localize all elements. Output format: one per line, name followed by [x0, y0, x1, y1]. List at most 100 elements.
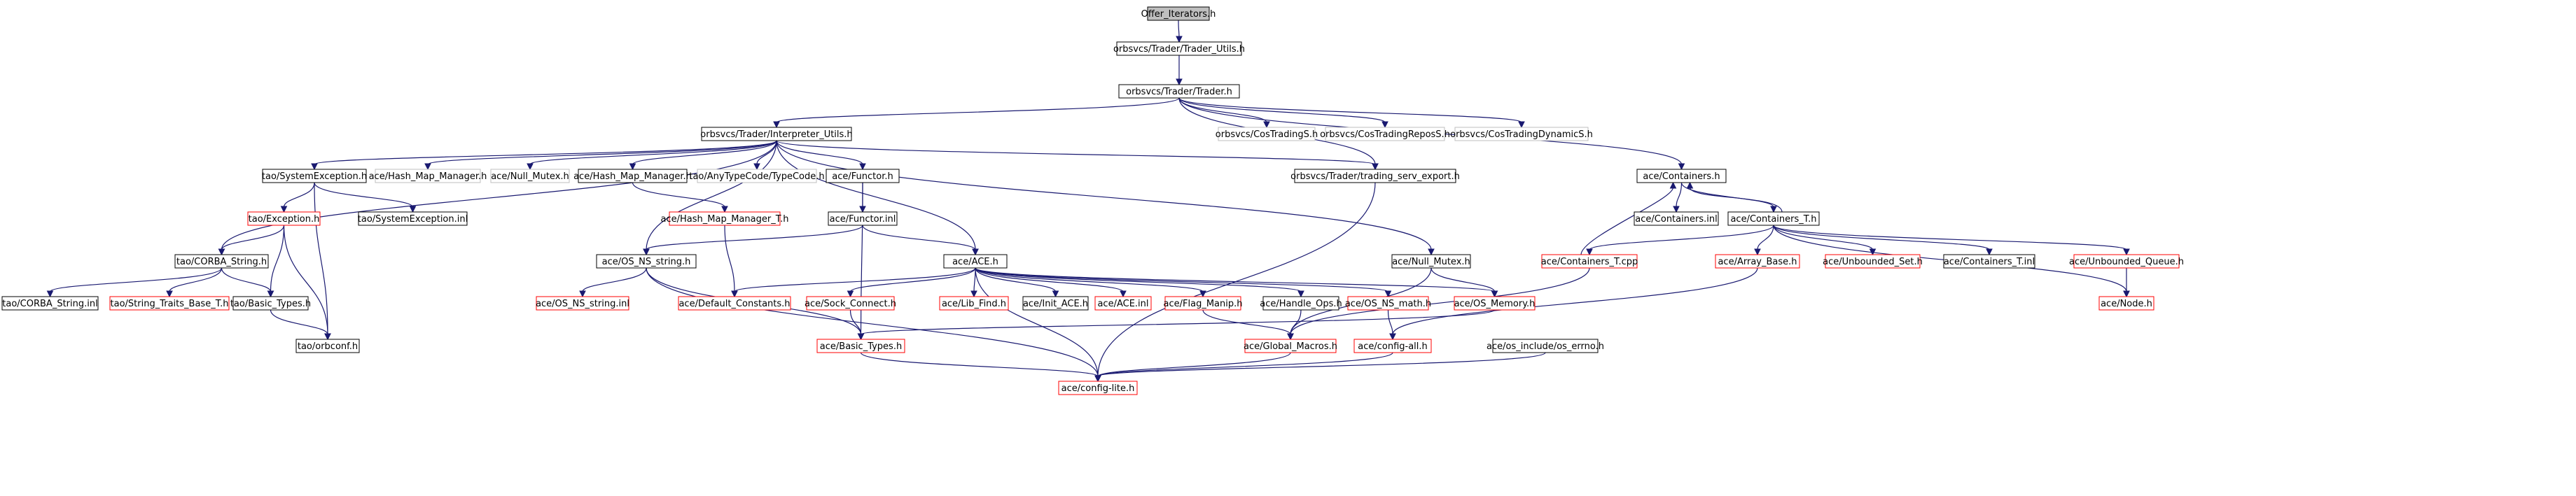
- file-node[interactable]: ace/Hash_Map_Manager.h: [573, 169, 692, 183]
- dependency-edge: [314, 182, 331, 341]
- dependency-edge: [1586, 225, 1774, 256]
- file-node[interactable]: tao/SystemException.h: [262, 169, 367, 183]
- file-node[interactable]: ace/Lib_Find.h: [939, 296, 1009, 311]
- file-node-label: orbsvcs/CosTradingReposS.h: [1320, 129, 1450, 140]
- dependency-edge: [166, 267, 223, 298]
- file-node[interactable]: orbsvcs/Trader/Trader.h: [1118, 84, 1240, 99]
- file-node[interactable]: ace/Hash_Map_Manager_T.h: [661, 211, 789, 226]
- file-node[interactable]: ace/OS_Memory.h: [1454, 296, 1536, 311]
- file-node[interactable]: orbsvcs/Trader/Trader_Utils.h: [1113, 41, 1245, 56]
- dependency-edge: [1773, 225, 1993, 256]
- dependency-edge: [857, 309, 1496, 341]
- file-node[interactable]: ace/Functor.h: [826, 169, 900, 183]
- dependency-edge: [1773, 225, 2130, 256]
- file-node[interactable]: ace/Default_Constants.h: [678, 296, 791, 311]
- file-node[interactable]: tao/String_Traits_Base_T.h: [109, 296, 230, 311]
- file-node[interactable]: ace/Array_Base.h: [1715, 254, 1800, 269]
- file-nodes: Offer_Iterators.h orbsvcs/Trader/Trader_U…: [1, 6, 2184, 395]
- file-node[interactable]: ace/Containers_T.inl: [1943, 254, 2035, 269]
- file-node: orbsvcs/CosTradingS.h: [1216, 127, 1318, 141]
- dependency-edge: [1430, 267, 1498, 298]
- file-node-label: tao/CORBA_String.h: [176, 257, 267, 267]
- dependency-edge: [776, 140, 866, 171]
- file-node-label: tao/String_Traits_Base_T.h: [111, 299, 229, 309]
- file-node[interactable]: ace/Functor.inl: [828, 211, 898, 226]
- dependency-edge: [773, 97, 1180, 129]
- file-node[interactable]: ace/config-all.h: [1353, 339, 1432, 353]
- file-node-label: ace/Init_ACE.h: [1023, 299, 1088, 309]
- file-node[interactable]: ace/os_include/os_errno.h: [1487, 339, 1604, 353]
- file-node-label: ace/ACE.h: [952, 257, 998, 267]
- file-node[interactable]: ace/OS_NS_math.h: [1345, 296, 1431, 311]
- dependency-edge: [1178, 97, 1525, 129]
- file-node[interactable]: ace/Containers_T.h: [1727, 211, 1820, 226]
- file-node-label: ace/Hash_Map_Manager.h: [369, 171, 487, 182]
- dependency-edge: [527, 140, 777, 171]
- file-node-label: ace/Default_Constants.h: [678, 299, 790, 309]
- file-node[interactable]: ace/OS_NS_string.h: [596, 254, 697, 269]
- file-node-label: orbsvcs/CosTradingDynamicS.h: [1450, 129, 1593, 140]
- file-node[interactable]: orbsvcs/Trader/trading_serv_export.h: [1290, 169, 1460, 183]
- file-node-label: tao/Basic_Types.h: [230, 299, 311, 309]
- file-node[interactable]: tao/Basic_Types.h: [230, 296, 311, 311]
- file-node-label: ace/Functor.inl: [830, 214, 896, 225]
- file-node[interactable]: ace/ACE.h: [943, 254, 1008, 269]
- dependency-edge: [1202, 309, 1294, 341]
- file-node[interactable]: ace/Handle_Ops.h: [1260, 296, 1342, 311]
- file-node-label: orbsvcs/Trader/Trader.h: [1126, 87, 1232, 97]
- file-node-label: ace/Lib_Find.h: [942, 299, 1006, 309]
- file-node[interactable]: tao/CORBA_String.inl: [1, 296, 99, 311]
- file-node[interactable]: ace/Containers_T.cpp: [1541, 254, 1638, 269]
- file-node-label: ace/OS_NS_math.h: [1345, 299, 1431, 309]
- dependency-edge: [975, 267, 1304, 298]
- file-node-label: ace/Array_Base.h: [1718, 257, 1797, 267]
- file-node[interactable]: tao/Exception.h: [247, 211, 321, 226]
- file-node-label: ace/Null_Mutex.h: [491, 171, 569, 182]
- file-node[interactable]: ace/Containers.inl: [1634, 211, 1719, 226]
- dependency-edge: [629, 140, 777, 171]
- dependency-edge: [1686, 181, 1783, 213]
- dependency-edge: [776, 140, 1379, 171]
- dependency-edge: [1094, 352, 1546, 383]
- dependency-edge: [1094, 352, 1393, 383]
- file-node[interactable]: ace/Node.h: [2098, 296, 2154, 311]
- file-node[interactable]: ace/Flag_Manip.h: [1164, 296, 1243, 311]
- file-node[interactable]: ace/Containers.h: [1636, 169, 1727, 183]
- file-node[interactable]: tao/SystemException.inl: [358, 211, 468, 226]
- file-node[interactable]: ace/ACE.inl: [1094, 296, 1152, 311]
- file-node[interactable]: ace/Null_Mutex.h: [1391, 254, 1471, 269]
- file-node[interactable]: ace/Init_ACE.h: [1022, 296, 1089, 311]
- dependency-edge: [724, 225, 738, 298]
- dependency-edge: [1176, 20, 1183, 43]
- dependency-edge: [579, 267, 647, 298]
- file-node[interactable]: tao/orbconf.h: [295, 339, 360, 353]
- file-node[interactable]: orbsvcs/Trader/Interpreter_Utils.h: [700, 127, 853, 141]
- file-node[interactable]: ace/OS_NS_string.inl: [536, 296, 629, 311]
- dependency-edge: [2123, 267, 2130, 298]
- dependency-edge: [1094, 352, 1291, 383]
- file-node-label: ace/Global_Macros.h: [1244, 341, 1337, 352]
- file-node[interactable]: ace/config-lite.h: [1058, 381, 1138, 395]
- dependency-edge: [221, 267, 274, 298]
- dependency-edge: [314, 182, 417, 213]
- file-node[interactable]: tao/CORBA_String.h: [174, 254, 269, 269]
- dependency-edge: [1673, 182, 1683, 213]
- file-node-label: ace/OS_Memory.h: [1454, 299, 1536, 309]
- file-node-label: tao/orbconf.h: [298, 341, 358, 352]
- file-node[interactable]: ace/Global_Macros.h: [1244, 339, 1337, 353]
- file-node[interactable]: ace/Unbounded_Queue.h: [2069, 254, 2184, 269]
- file-node-label: tao/AnyTypeCode/TypeCode.h: [689, 171, 824, 182]
- file-node[interactable]: ace/Sock_Connect.h: [805, 296, 896, 311]
- dependency-edge: [975, 267, 1127, 298]
- file-node-label: ace/config-all.h: [1358, 341, 1428, 352]
- file-node-label: ace/ACE.inl: [1097, 299, 1148, 309]
- file-node-label: ace/Containers_T.inl: [1944, 257, 2035, 267]
- dependency-edge: [311, 140, 777, 171]
- dependency-edge: [218, 225, 285, 256]
- file-node[interactable]: ace/Basic_Types.h: [816, 339, 905, 353]
- file-node-label: ace/Containers_T.cpp: [1541, 257, 1638, 267]
- file-node[interactable]: ace/Unbounded_Set.h: [1823, 254, 1923, 269]
- dependency-edge: [1580, 181, 1677, 255]
- file-node[interactable]: Offer_Iterators.h: [1141, 6, 1216, 21]
- file-node-label: orbsvcs/Trader/Interpreter_Utils.h: [700, 129, 852, 140]
